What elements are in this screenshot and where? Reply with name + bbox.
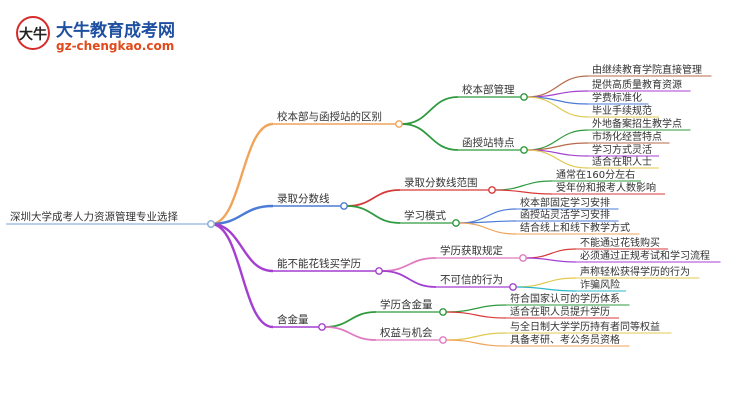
leaf-topic: 受年份和报考人数影响: [556, 181, 656, 194]
branch-topic-3: 能不能花钱买学历: [277, 257, 361, 270]
leaf-topic: 毕业手续规范: [592, 104, 652, 117]
leaf-topic: 市场化经营特点: [592, 130, 662, 143]
leaf-topic: 结合线上和线下教学方式: [520, 221, 630, 234]
collapse-toggle-icon[interactable]: [439, 308, 447, 316]
sub-branch-connector: [346, 205, 401, 224]
sub-topic: 权益与机会: [380, 326, 433, 339]
branch-topic-4: 含金量: [277, 313, 309, 326]
leaf-topic: 通常在160分左右: [556, 168, 635, 181]
leaf-topic: 具备考研、考公务员资格: [510, 333, 620, 346]
branch-topic-2: 录取分数线: [277, 192, 330, 205]
sub-branch-connector: [401, 123, 459, 151]
sub-topic: 学历获取规定: [440, 244, 503, 257]
leaf-topic: 由继续教育学院直接管理: [592, 63, 702, 76]
root-branch-connector: [210, 204, 274, 226]
leaf-topic: 符合国家认可的学历体系: [510, 292, 620, 305]
leaf-topic: 提供高质量教育资源: [592, 78, 682, 91]
sub-branch-connector: [401, 96, 459, 125]
collapse-toggle-icon[interactable]: [340, 202, 348, 210]
sub-topic: 校本部管理: [462, 83, 515, 96]
branch-topic-1: 校本部与函授站的区别: [277, 110, 382, 123]
topic-nodes: 深圳大学成考人力资源管理专业选择 校本部与函授站的区别 校本部管理 由继续教育学院直接…: [10, 63, 710, 346]
collapse-toggle-icon[interactable]: [519, 254, 527, 262]
sub-topic: 录取分数线范围: [404, 176, 478, 189]
leaf-connector: [445, 311, 507, 319]
collapse-toggle-icon[interactable]: [439, 336, 447, 344]
sub-topic: 不可信的行为: [440, 273, 503, 286]
sub-branch-connector: [324, 326, 377, 341]
logo-emblem-text: 大牛: [19, 26, 47, 43]
leaf-topic: 适合在职人员提升学历: [510, 305, 610, 318]
leaf-connector: [445, 304, 507, 313]
root-branch-connector: [210, 222, 274, 329]
leaf-connector: [458, 222, 517, 235]
leaf-connector: [494, 180, 553, 191]
sub-branch-connector: [324, 311, 377, 328]
root-branch-connector: [210, 122, 274, 226]
root-topic: 深圳大学成考人力资源管理专业选择: [10, 210, 178, 223]
sub-branch-connector: [346, 189, 401, 207]
collapse-toggle-icon[interactable]: [395, 120, 403, 128]
logo-url: gz-chengkao.com: [56, 39, 174, 53]
leaf-connector: [515, 277, 577, 288]
leaf-topic: 学习方式灵活: [592, 143, 652, 156]
leaf-topic: 学费标准化: [592, 91, 642, 104]
sub-branch-connector: [381, 257, 437, 272]
leaf-connector: [526, 96, 589, 118]
collapse-toggle-icon[interactable]: [318, 323, 326, 331]
site-logo: 大牛 大牛教育成考网 gz-chengkao.com: [16, 16, 175, 53]
sub-branch-connector: [381, 270, 437, 288]
leaf-topic: 外地备案招生教学点: [592, 117, 682, 130]
leaf-connector: [525, 248, 577, 259]
leaf-topic: 声称轻松获得学历的行为: [580, 265, 690, 278]
leaf-topic: 函授站灵活学习安排: [520, 208, 610, 221]
leaf-topic: 适合在职人士: [592, 155, 652, 168]
leaf-connector: [445, 332, 507, 341]
sub-topic: 学历含金量: [380, 298, 433, 311]
root-branch-connector: [210, 222, 274, 273]
collapse-toggle-icon[interactable]: [375, 267, 383, 275]
bull-logo-icon: 大牛: [16, 16, 50, 50]
leaf-connector: [515, 286, 577, 292]
leaf-topic: 诈骗风险: [580, 278, 620, 291]
collapse-toggle-icon[interactable]: [509, 283, 517, 291]
leaf-connector: [526, 149, 589, 169]
logo-title: 大牛教育成考网: [56, 20, 175, 41]
leaf-connector: [494, 189, 553, 195]
sub-topic: 学习模式: [404, 209, 446, 222]
leaf-topic: 必须通过正规考试和学习流程: [580, 249, 710, 262]
connector-lines: [6, 75, 721, 347]
leaf-topic: 不能通过花钱购买: [580, 236, 660, 249]
leaf-topic: 与全日制大学学历持有者同等权益: [510, 320, 660, 333]
leaf-connector: [525, 257, 577, 263]
leaf-topic: 校本部固定学习安排: [520, 196, 610, 209]
collapse-toggle-icon[interactable]: [520, 93, 528, 101]
collapse-toggle-icon[interactable]: [207, 220, 215, 228]
collapse-toggle-icon[interactable]: [488, 186, 496, 194]
collapse-toggle-icon[interactable]: [452, 219, 460, 227]
leaf-connector: [445, 339, 507, 347]
sub-topic: 函授站特点: [462, 136, 515, 149]
collapse-toggle-icon[interactable]: [520, 146, 528, 154]
